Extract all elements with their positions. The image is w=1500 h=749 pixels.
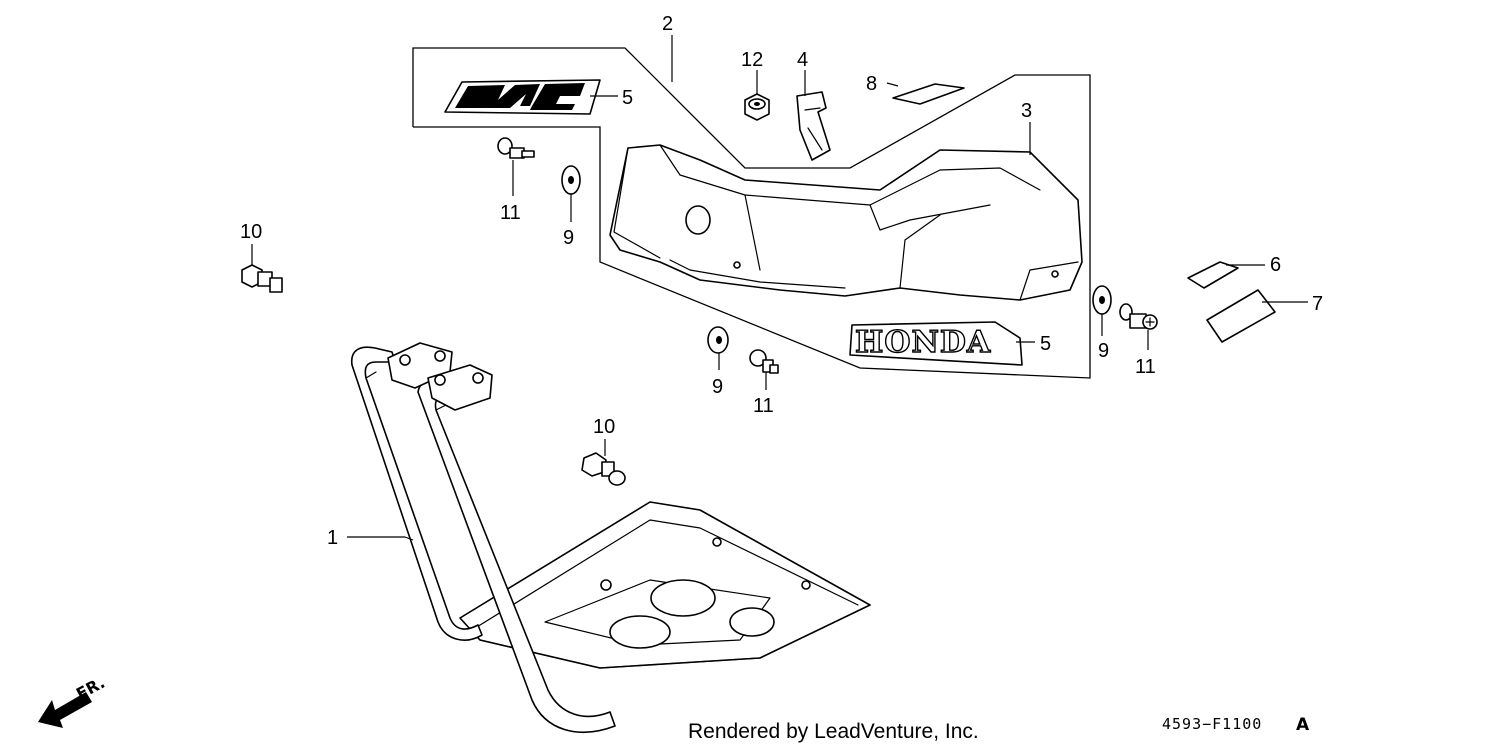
callout-1: 1 (327, 527, 338, 549)
leader-lines (251, 35, 1308, 541)
decal-honda-part: HONDA (849, 321, 1023, 366)
honda-decal-text: HONDA (855, 325, 991, 360)
decal-logo-part (444, 79, 601, 115)
screw-part-10b (581, 452, 626, 486)
rendered-by-credit: Rendered by LeadVenture, Inc. (688, 720, 979, 743)
guard-frame-part (350, 342, 871, 733)
washer-part-9b (707, 326, 729, 354)
label-part-8 (892, 83, 965, 105)
washer-part-9c (1092, 285, 1112, 315)
callout-11-center: 11 (753, 395, 774, 417)
callout-9-left: 9 (563, 227, 574, 249)
callout-9-center: 9 (712, 376, 723, 398)
callout-7: 7 (1312, 293, 1323, 315)
label-part-7 (1206, 289, 1276, 343)
callout-8: 8 (866, 73, 877, 95)
bolt-part-11c (1119, 303, 1158, 330)
nut-part (744, 93, 770, 121)
callout-2: 2 (662, 13, 673, 35)
clip-part (796, 91, 831, 161)
diagram-code: 4593−F1100 (1162, 715, 1262, 733)
cover-part (609, 144, 1083, 301)
callout-10-left: 10 (240, 221, 262, 243)
callout-6: 6 (1270, 254, 1281, 276)
bolt-part-11a (497, 137, 535, 159)
label-part-6 (1187, 261, 1239, 289)
bolt-part-11b (749, 349, 779, 374)
callout-3: 3 (1021, 100, 1032, 122)
arrow-icon (38, 692, 92, 728)
callout-11-right: 11 (1135, 356, 1156, 378)
callout-11-left: 11 (500, 202, 521, 224)
front-direction-indicator: FR. (38, 673, 108, 728)
callout-12: 12 (741, 49, 763, 71)
callout-5-top: 5 (622, 87, 633, 109)
washer-part-9a (561, 165, 581, 195)
callout-5-honda: 5 (1040, 333, 1051, 355)
callout-10-center: 10 (593, 416, 615, 438)
callout-4: 4 (797, 49, 808, 71)
screw-part-10a (241, 264, 283, 293)
assembly-group-outline (412, 47, 1091, 379)
callout-9-right: 9 (1098, 340, 1109, 362)
diagram-code-suffix: A (1296, 715, 1310, 735)
